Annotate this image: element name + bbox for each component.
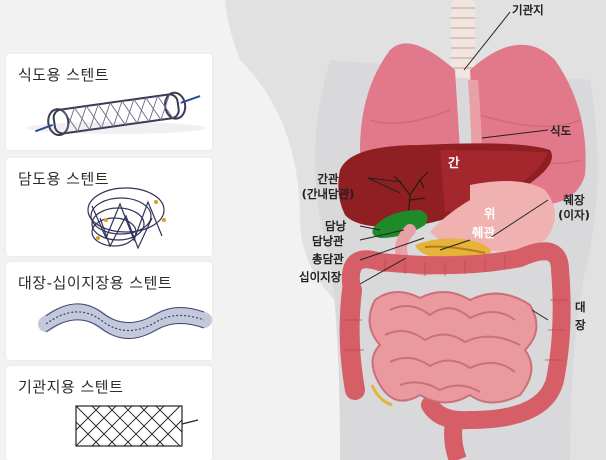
bronchial-stent-image — [6, 366, 212, 460]
label-esophagus: 식도 — [550, 124, 571, 138]
stent-card-esophageal: 식도용 스텐트 — [6, 54, 212, 150]
label-colon-2: 장 — [575, 318, 586, 332]
label-gallbladder: 담낭 — [325, 219, 346, 233]
label-pancreas-sub: (이자) — [549, 208, 599, 222]
stent-card-colorectal-duodenal: 대장-십이지장용 스텐트 — [6, 262, 212, 360]
label-cystic-duct: 담낭관 — [312, 234, 344, 248]
label-pancreatic-duct: 췌관 — [472, 226, 495, 240]
colorectal-stent-image — [6, 262, 212, 360]
label-pancreas: 췌장 — [549, 193, 599, 207]
label-hepatic-duct-sub: (간내담관) — [283, 187, 373, 201]
label-stomach: 위 — [484, 207, 496, 221]
label-duodenum: 십이지장 — [299, 270, 341, 284]
stent-card-bronchial: 기관지용 스텐트 — [6, 366, 212, 460]
trachea — [451, 0, 475, 78]
esophageal-stent-image — [6, 54, 212, 150]
label-liver: 간 — [448, 156, 460, 170]
label-common-bile-duct: 총담관 — [312, 252, 344, 266]
biliary-stent-image — [6, 158, 212, 256]
label-trachea: 기관지 — [512, 3, 544, 17]
label-hepatic-duct: 간관 — [283, 172, 373, 186]
label-colon-1: 대 — [575, 300, 586, 314]
stent-card-biliary: 담도용 스텐트 — [6, 158, 212, 256]
